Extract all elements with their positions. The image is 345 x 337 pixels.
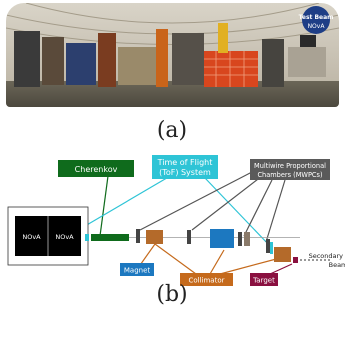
photo-rack-2 <box>42 37 64 85</box>
cherenkov-connector <box>99 175 109 237</box>
mwpc-chamber-4 <box>266 239 270 253</box>
collimator-box <box>180 273 233 286</box>
tof-box <box>152 155 218 179</box>
cherenkov-label: Cherenkov <box>75 165 118 174</box>
mwpc-connector-4 <box>265 179 286 243</box>
secondary-beam-label-line2: Beam <box>329 261 345 269</box>
mwpc-connector-3 <box>243 179 273 237</box>
photo-desk <box>288 47 326 77</box>
target-box <box>250 273 278 286</box>
connector-lines <box>67 171 330 275</box>
caption-b: (b) <box>156 282 188 307</box>
beamline-diagram: Cherenkov Time of Flight (ToF) System Mu… <box>7 155 345 286</box>
mwpc-box <box>250 159 330 180</box>
photo-fence-mesh <box>204 51 258 87</box>
target-connector <box>269 263 293 275</box>
tof-label-line2: (ToF) System <box>159 168 211 177</box>
cherenkov-box <box>58 160 134 177</box>
target-label: Target <box>252 277 275 285</box>
magnet-box <box>120 263 154 276</box>
mwpc-label-line2: Chambers (MWPCs) <box>257 171 322 179</box>
nova-block-left <box>15 216 48 256</box>
label-tof: Time of Flight (ToF) System <box>152 155 218 179</box>
photo-yellow-stand <box>218 23 228 53</box>
logo-text-line2: NOvA <box>308 23 326 30</box>
label-mwpc: Multiwire Proportional Chambers (MWPCs) <box>250 159 330 180</box>
tof-connector-right <box>204 177 271 247</box>
collimator-connector-left <box>154 243 197 275</box>
cherenkov-counter <box>91 234 129 241</box>
nova-detector-right: NOvA <box>48 216 81 256</box>
mwpc-label-line1: Multiwire Proportional <box>254 162 326 170</box>
label-cherenkov: Cherenkov <box>58 160 134 177</box>
logo-badge <box>302 6 330 34</box>
photo-rack-3 <box>98 33 116 87</box>
photo-orange-frame <box>156 29 168 87</box>
label-secondary-beam: Secondary Beam <box>309 252 345 269</box>
logo-text-line1: Test Beam <box>299 14 334 21</box>
mwpc-chamber-2 <box>187 230 191 244</box>
secondary-beam-label-line1: Secondary <box>309 252 344 260</box>
nova-block-right <box>48 216 81 256</box>
photo-rack-1 <box>14 31 40 87</box>
collimator-label: Collimator <box>188 277 224 285</box>
nova-label-left: NOvA <box>22 233 41 241</box>
mwpc-connector-2 <box>191 175 263 231</box>
caption-a: (a) <box>156 118 188 143</box>
collimator-connector-right <box>219 257 281 275</box>
magnet-label: Magnet <box>124 267 151 275</box>
nova-detector-left: NOvA <box>15 216 48 256</box>
photo-detector-blue <box>66 43 96 85</box>
collimator-downstream <box>274 247 291 262</box>
label-target: Target <box>250 273 278 286</box>
photo-red-fence <box>204 51 258 87</box>
mwpc-chamber-3 <box>238 232 242 246</box>
test-beam-logo: Test Beam NOvA <box>299 6 334 34</box>
photo-bench <box>118 47 158 85</box>
collimator-upstream <box>146 230 163 244</box>
test-beam-hall-photo: Test Beam NOvA <box>6 3 339 107</box>
beam-pipe-section <box>244 232 250 246</box>
tof-paddle-downstream <box>85 234 89 241</box>
target-block <box>293 257 298 263</box>
mwpc-chamber-1 <box>136 229 140 243</box>
label-magnet: Magnet <box>120 263 154 276</box>
mwpc-connector-1 <box>139 171 253 231</box>
magnet-block <box>210 229 234 248</box>
photo-illustration: Test Beam NOvA <box>6 3 339 107</box>
photo-monitor <box>300 35 316 47</box>
label-collimator: Collimator <box>180 273 233 286</box>
tof-label-line1: Time of Flight <box>157 158 213 167</box>
collimator-connector-mid <box>209 249 225 275</box>
photo-magnet <box>172 33 204 85</box>
tof-paddle-upstream <box>270 242 273 254</box>
nova-label-right: NOvA <box>55 233 74 241</box>
photo-cabinet <box>262 39 284 87</box>
